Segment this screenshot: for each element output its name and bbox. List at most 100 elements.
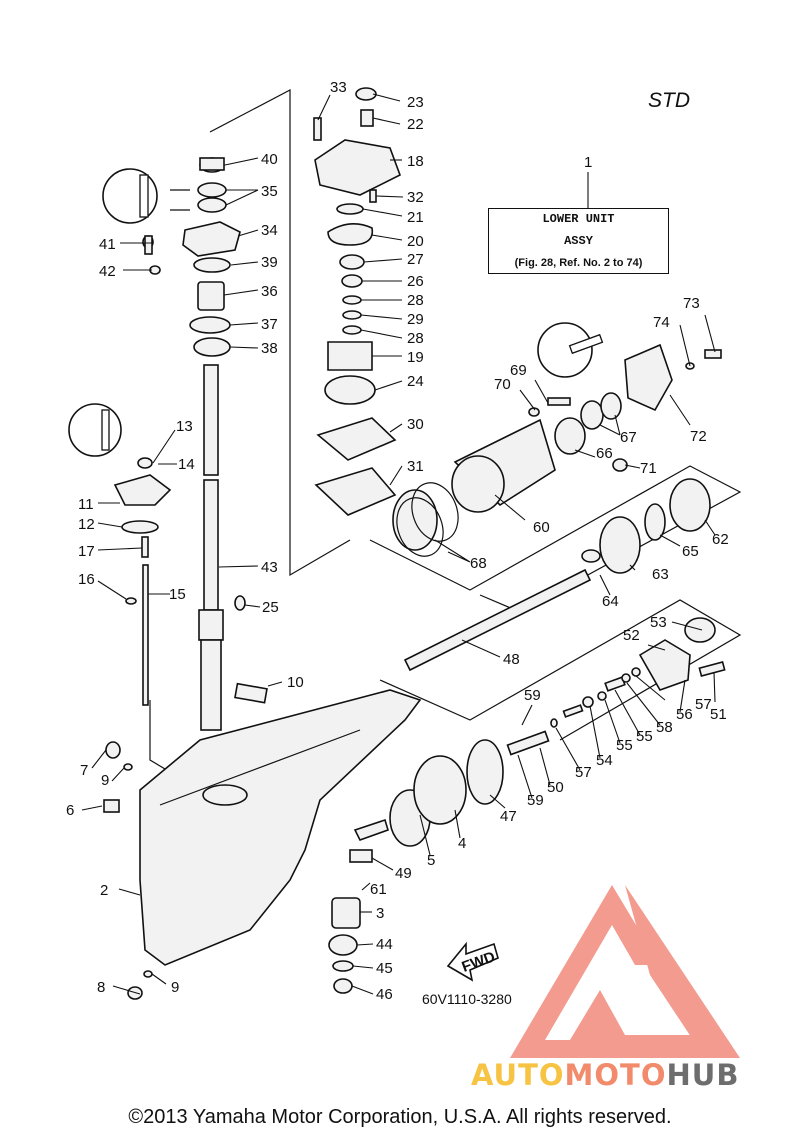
callout-29: 29: [407, 311, 424, 328]
callout-30: 30: [407, 416, 424, 433]
shift-cam-parts: [506, 617, 726, 756]
callout-35: 35: [261, 183, 278, 200]
callout-43: 43: [261, 559, 278, 576]
callout-18: 18: [407, 153, 424, 170]
lower-unit-assy-box: LOWER UNIT ASSY (Fig. 28, Ref. No. 2 to …: [488, 208, 669, 274]
callout-12: 12: [78, 516, 95, 533]
drive-shaft-parts: [142, 157, 246, 731]
callout-8: 8: [97, 979, 105, 996]
callout-57a: 57: [575, 764, 592, 781]
callout-72: 72: [690, 428, 707, 445]
callout-17: 17: [78, 543, 95, 560]
brand-logo-mark: [510, 885, 740, 1058]
callout-10: 10: [287, 674, 304, 691]
callout-57b: 57: [695, 696, 712, 713]
callout-3: 3: [376, 905, 384, 922]
callout-60: 60: [533, 519, 550, 536]
callout-6: 6: [66, 802, 74, 819]
callout-55b: 55: [636, 728, 653, 745]
callout-69: 69: [510, 362, 527, 379]
callout-39: 39: [261, 254, 278, 271]
callout-63: 63: [652, 566, 669, 583]
callout-37: 37: [261, 316, 278, 333]
callout-5: 5: [427, 852, 435, 869]
leader-lines: [81, 93, 716, 995]
callout-67: 67: [620, 429, 637, 446]
brand-moto: MOTO: [564, 1058, 667, 1092]
callout-34: 34: [261, 222, 278, 239]
callout-28a: 28: [407, 292, 424, 309]
callout-54: 54: [596, 752, 613, 769]
callout-59b: 59: [527, 792, 544, 809]
callout-64: 64: [602, 593, 619, 610]
shift-rod-parts: [103, 457, 172, 1000]
lower-unit-ref: (Fig. 28, Ref. No. 2 to 74): [514, 257, 643, 269]
callout-46: 46: [376, 986, 393, 1003]
callout-24: 24: [407, 373, 424, 390]
std-label: STD: [648, 89, 690, 112]
callout-47: 47: [500, 808, 517, 825]
callout-41: 41: [99, 236, 116, 253]
callout-66: 66: [596, 445, 613, 462]
callout-16: 16: [78, 571, 95, 588]
callout-61: 61: [370, 881, 387, 898]
water-pump-parts: [313, 87, 401, 516]
brand-auto: AUTO: [471, 1058, 565, 1092]
callout-65: 65: [682, 543, 699, 560]
lower-unit-line2: ASSY: [564, 234, 593, 248]
callout-21: 21: [407, 209, 424, 226]
fwd-arrow: [446, 941, 499, 982]
callout-50: 50: [547, 779, 564, 796]
callout-33: 33: [330, 79, 347, 96]
detail-bubble-shift-rod: [68, 403, 122, 457]
callout-68: 68: [470, 555, 487, 572]
callout-36: 36: [261, 283, 278, 300]
callout-28b: 28: [407, 330, 424, 347]
brand-wordmark: AUTOMOTOHUB: [471, 1058, 739, 1092]
lower-unit-line1: LOWER UNIT: [542, 212, 615, 226]
callout-42: 42: [99, 263, 116, 280]
callout-58: 58: [656, 719, 673, 736]
callout-9a: 9: [101, 772, 109, 789]
callout-38: 38: [261, 340, 278, 357]
callout-22: 22: [407, 116, 424, 133]
diagram-code: 60V1110-3280: [422, 991, 512, 1007]
callout-numbers: 1 2 3 4 5 6 7 8 9 9 10 11 12 13 14 15 16…: [66, 79, 729, 1003]
callout-74: 74: [653, 314, 670, 331]
callout-44: 44: [376, 936, 393, 953]
callout-52: 52: [623, 627, 640, 644]
callout-23: 23: [407, 94, 424, 111]
callout-70: 70: [494, 376, 511, 393]
callout-13: 13: [176, 418, 193, 435]
propeller-shaft-parts: [328, 343, 722, 994]
callout-4: 4: [458, 835, 466, 852]
callout-51: 51: [710, 706, 727, 723]
lower-case: [139, 682, 422, 966]
detail-bubble-propeller: [537, 322, 604, 378]
callout-2: 2: [100, 882, 108, 899]
callout-45: 45: [376, 960, 393, 977]
callout-62: 62: [712, 531, 729, 548]
callout-9b: 9: [171, 979, 179, 996]
callout-59a: 59: [524, 687, 541, 704]
callout-1: 1: [584, 154, 592, 171]
o-ring-68a: [396, 497, 444, 557]
callout-20: 20: [407, 233, 424, 250]
callout-25: 25: [262, 599, 279, 616]
callout-55a: 55: [616, 737, 633, 754]
o-ring-68b: [411, 482, 459, 542]
callout-11: 11: [78, 496, 94, 513]
callout-31: 31: [407, 458, 424, 475]
callout-53: 53: [650, 614, 667, 631]
copyright-notice: ©2013 Yamaha Motor Corporation, U.S.A. A…: [128, 1106, 672, 1128]
callout-14: 14: [178, 456, 195, 473]
callout-48: 48: [503, 651, 520, 668]
callout-49: 49: [395, 865, 412, 882]
callout-73: 73: [683, 295, 700, 312]
callout-40: 40: [261, 151, 278, 168]
brand-hub: HUB: [666, 1058, 740, 1092]
callout-7: 7: [80, 762, 88, 779]
callout-26: 26: [407, 273, 424, 290]
drive-shaft-group-outline: [209, 89, 351, 577]
